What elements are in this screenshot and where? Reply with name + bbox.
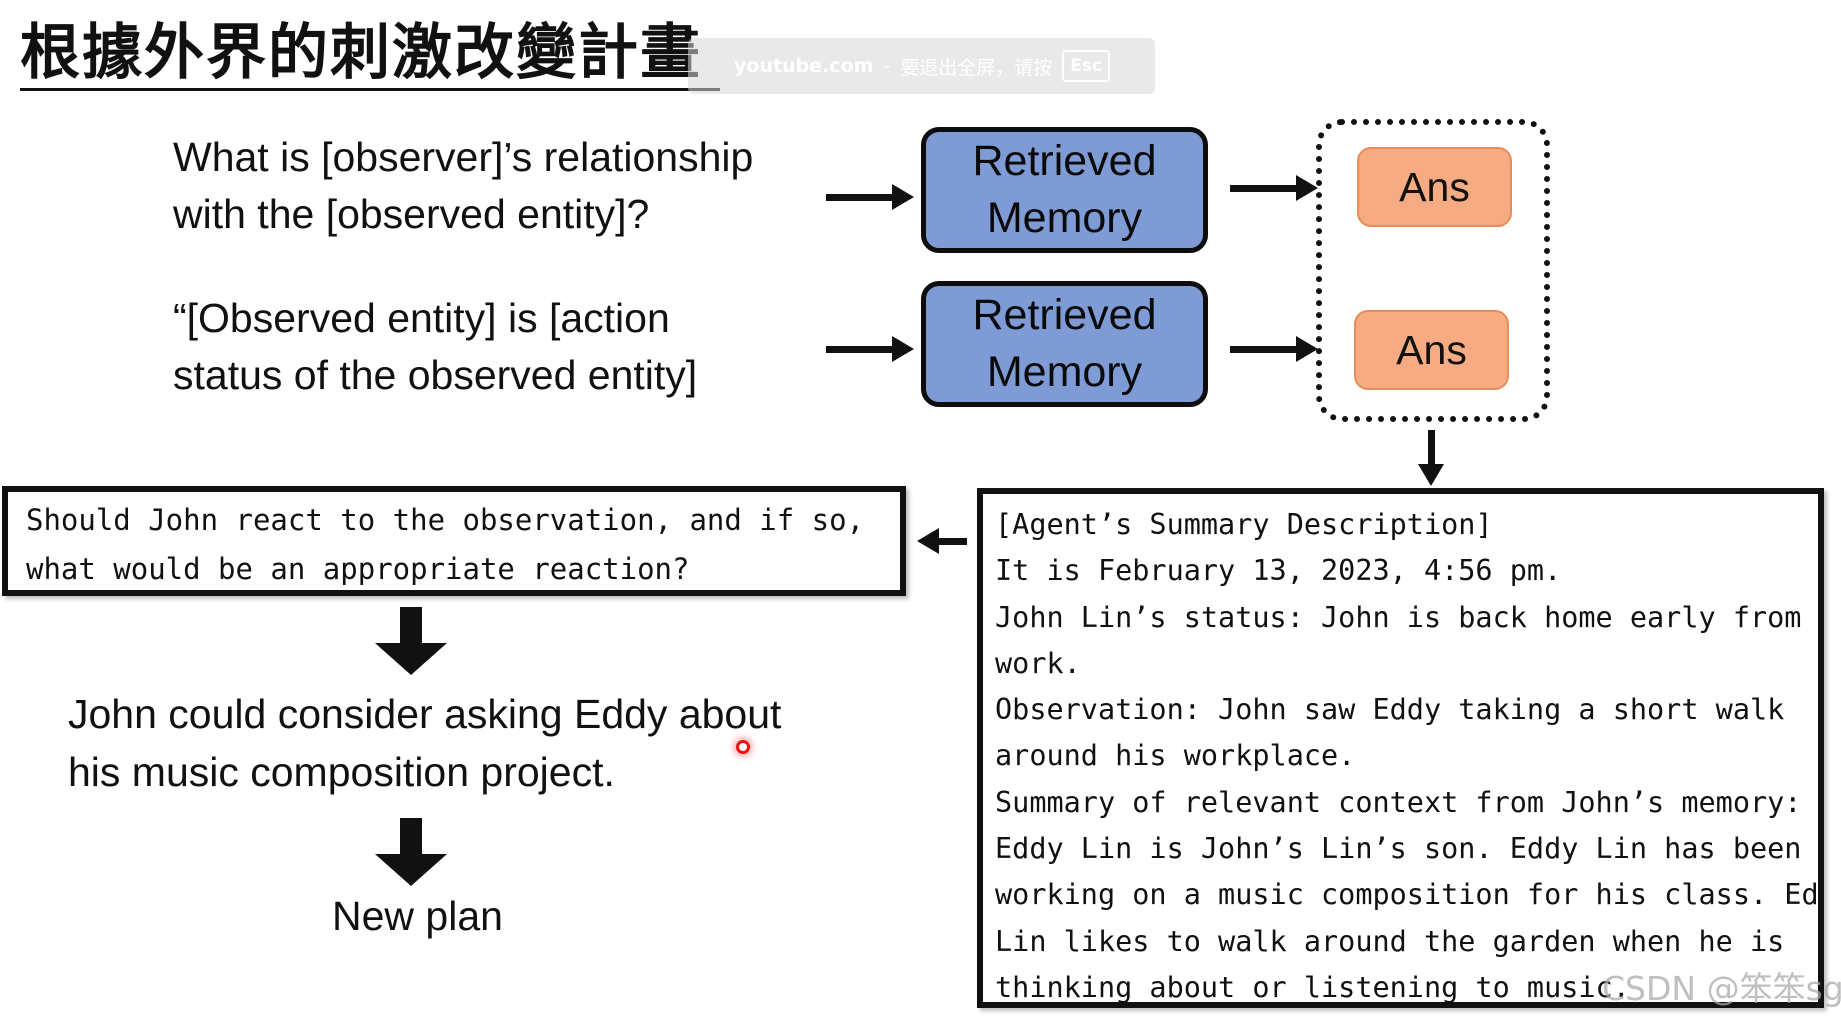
question-status: “[Observed entity] is [action status of … <box>173 290 697 404</box>
memory-label-line: Memory <box>986 194 1143 242</box>
summary-line: Eddy Lin is John’s Lin’s son. Eddy Lin h… <box>995 832 1802 866</box>
title-underline <box>20 88 720 91</box>
arrow-right-icon <box>826 336 914 362</box>
retrieved-memory-box: Retrieved Memory <box>921 281 1208 407</box>
summary-line: John Lin’s status: John is back home ear… <box>995 600 1802 634</box>
reaction-prompt-box: Should John react to the observation, an… <box>2 486 906 596</box>
watermark: CSDN @笨笨sg <box>1602 969 1841 1008</box>
summary-line: thinking about or listening to music. <box>995 970 1630 1004</box>
summary-line: work. <box>995 646 1081 680</box>
arrow-down-icon <box>375 818 447 886</box>
question-relationship: What is [observer]’s relationship with t… <box>173 129 753 243</box>
answer-box: Ans <box>1354 310 1509 390</box>
pointer-dot-icon <box>736 740 750 754</box>
banner-separator: - <box>883 55 891 77</box>
fullscreen-exit-banner: youtube.com - 要退出全屏，请按 Esc <box>688 38 1155 94</box>
new-plan-label: New plan <box>332 893 503 939</box>
summary-line: It is February 13, 2023, 4:56 pm. <box>995 554 1562 588</box>
arrow-right-icon <box>826 184 914 210</box>
summary-line: Lin likes to walk around the garden when… <box>995 924 1785 958</box>
memory-label-line: Retrieved <box>972 291 1157 339</box>
summary-line: Observation: John saw Eddy taking a shor… <box>995 693 1785 727</box>
arrow-left-icon <box>917 528 967 554</box>
reaction-line: John could consider asking Eddy about <box>68 691 782 737</box>
esc-key-badge[interactable]: Esc <box>1062 50 1111 82</box>
banner-host: youtube.com <box>734 55 874 77</box>
agent-summary-box: [Agent’s Summary Description] It is Febr… <box>977 488 1824 1008</box>
prompt-line: what would be an appropriate reaction? <box>26 552 690 586</box>
summary-line: Summary of relevant context from John’s … <box>995 785 1802 819</box>
slide-title: 根據外界的刺激改變計畫 <box>20 18 702 88</box>
question-line: status of the observed entity] <box>173 352 698 398</box>
prompt-line: Should John react to the observation, an… <box>26 503 865 537</box>
summary-line: working on a music composition for his c… <box>995 878 1824 912</box>
retrieved-memory-box: Retrieved Memory <box>921 127 1208 253</box>
answer-box: Ans <box>1357 147 1512 227</box>
reaction-line: his music composition project. <box>68 749 615 795</box>
question-line: What is [observer]’s relationship <box>173 134 754 180</box>
answers-group <box>1316 119 1550 422</box>
arrow-right-icon <box>1230 175 1318 201</box>
memory-label-line: Retrieved <box>972 137 1157 185</box>
question-line: with the [observed entity]? <box>173 191 650 237</box>
summary-line: [Agent’s Summary Description] <box>995 508 1493 541</box>
question-line: “[Observed entity] is [action <box>173 295 670 341</box>
arrow-right-icon <box>1230 336 1318 362</box>
reaction-text: John could consider asking Eddy about hi… <box>68 685 781 801</box>
memory-label-line: Memory <box>986 348 1143 396</box>
arrow-down-icon <box>375 607 447 675</box>
summary-line: around his workplace. <box>995 739 1356 773</box>
arrow-down-icon <box>1418 430 1444 486</box>
banner-message: 要退出全屏，请按 <box>900 56 1053 79</box>
